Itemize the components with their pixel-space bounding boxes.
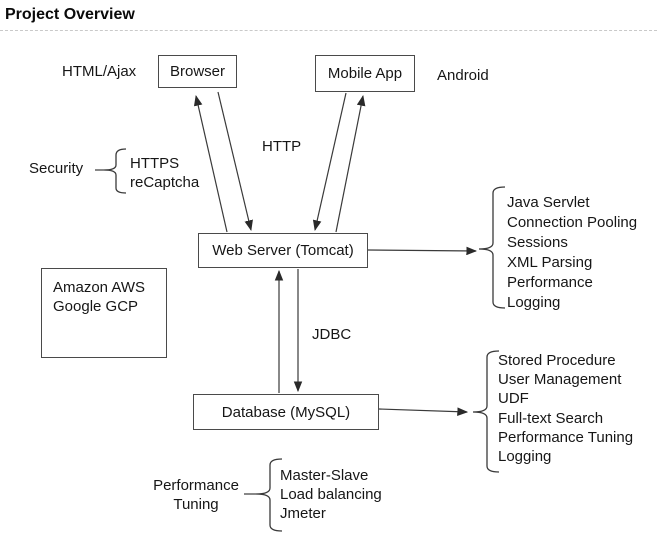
mobile-app-node: Mobile App: [315, 55, 415, 92]
browser-node-label: Browser: [169, 63, 225, 80]
page-title: Project Overview: [5, 6, 135, 23]
performance-tuning-label-line1: Performance: [153, 477, 239, 494]
performance-tuning-item: Jmeter: [280, 505, 326, 523]
arrow-browser-to-webserver: [217, 91, 253, 232]
html-ajax-label: HTML/Ajax: [62, 63, 137, 80]
performance-tuning-item: Master-Slave: [280, 467, 369, 484]
web-server-feature: Sessions: [507, 234, 568, 251]
cloud-provider-gcp: Google GCP: [53, 298, 139, 315]
web-server-feature: XML Parsing: [507, 254, 593, 271]
database-feature: Performance Tuning: [498, 428, 634, 446]
database-node-label: Database (MySQL): [221, 403, 351, 421]
https-label: HTTPS: [130, 155, 180, 172]
performance-tuning-label: Performance Tuning: [148, 476, 244, 514]
database-feature: User Management: [498, 371, 622, 389]
web-server-feature: Connection Pooling: [507, 214, 638, 231]
arrow-database-to-features: [378, 407, 469, 416]
android-label: Android: [437, 67, 489, 84]
browser-node: Browser: [158, 55, 237, 88]
web-server-feature-list: Java Servlet Connection Pooling Sessions…: [507, 193, 637, 313]
title-underline: [0, 30, 657, 31]
cloud-provider-aws: Amazon AWS: [53, 279, 145, 296]
brace-security: [103, 148, 127, 194]
brace-webserver-features: [478, 186, 506, 309]
database-feature-list: Stored Procedure User Management UDF Ful…: [498, 351, 633, 466]
database-feature: Full-text Search: [498, 409, 604, 427]
cloud-providers-node: Amazon AWS Google GCP: [41, 268, 167, 358]
http-label: HTTP: [262, 138, 302, 155]
arrow-webserver-to-browser: [193, 94, 228, 233]
web-server-node: Web Server (Tomcat): [198, 233, 368, 268]
arrow-webserver-to-mobileapp: [335, 94, 366, 233]
arrow-mobileapp-to-webserver: [312, 92, 347, 232]
security-label: Security: [29, 160, 84, 177]
performance-tuning-item: Load balancing: [280, 486, 382, 504]
database-feature: Stored Procedure: [498, 352, 616, 369]
recaptcha-label: reCaptcha: [130, 174, 200, 191]
performance-tuning-label-line2: Tuning: [173, 496, 219, 513]
jdbc-label: JDBC: [312, 326, 352, 343]
web-server-feature: Logging: [507, 294, 561, 311]
database-node: Database (MySQL): [193, 394, 379, 430]
mobile-app-node-label: Mobile App: [327, 65, 403, 82]
web-server-feature: Java Servlet: [507, 194, 590, 211]
performance-tuning-item-list: Master-Slave Load balancing Jmeter: [280, 466, 382, 524]
brace-database-features: [472, 350, 500, 473]
arrow-webserver-to-features: [367, 246, 478, 256]
web-server-node-label: Web Server (Tomcat): [212, 242, 354, 259]
brace-performance-tuning: [255, 458, 283, 532]
database-feature: UDF: [498, 390, 529, 408]
database-feature: Logging: [498, 448, 552, 466]
web-server-feature: Performance: [507, 274, 593, 291]
